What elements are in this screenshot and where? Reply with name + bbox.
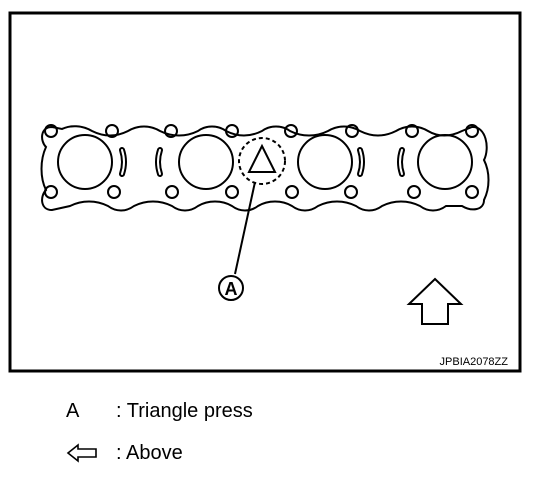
image-code: JPBIA2078ZZ	[440, 356, 509, 368]
bolt-hole	[165, 185, 179, 199]
triangle-press-mark	[247, 143, 277, 173]
bolt-hole	[405, 124, 419, 138]
legend-row-above: : Above	[66, 440, 183, 466]
bolt-hole	[407, 185, 421, 199]
bolt-hole	[44, 124, 58, 138]
bolt-hole	[285, 185, 299, 199]
triangle-press-highlight	[238, 137, 286, 185]
slot	[121, 149, 125, 175]
bolt-hole	[465, 185, 479, 199]
bolt-hole	[107, 185, 121, 199]
bolt-hole	[225, 124, 239, 138]
bolt-hole	[164, 124, 178, 138]
port-hole-4	[417, 134, 473, 190]
figure-frame	[8, 11, 522, 373]
callout-leader-line	[234, 181, 256, 275]
slot	[157, 149, 161, 175]
callout-letter: A	[225, 279, 238, 299]
callout-circle	[218, 275, 244, 301]
legend-text: : Above	[116, 441, 183, 464]
legend-key-arrow	[66, 443, 116, 463]
bolt-hole	[345, 124, 359, 138]
legend-text: : Triangle press	[116, 399, 253, 422]
bolt-hole	[225, 185, 239, 199]
bolt-hole	[344, 185, 358, 199]
legend-row-a: A : Triangle press	[66, 398, 253, 424]
slot	[359, 149, 363, 175]
bolt-hole	[284, 124, 298, 138]
slot	[399, 149, 403, 175]
gasket-outline	[40, 125, 490, 212]
bolt-hole	[465, 124, 479, 138]
arrow-left-icon	[66, 443, 97, 463]
legend-key-letter: A	[66, 399, 80, 422]
port-hole-1	[57, 134, 113, 190]
port-hole-3	[297, 134, 353, 190]
bolt-hole	[105, 124, 119, 138]
arrow-up-icon	[406, 277, 464, 325]
port-hole-2	[178, 134, 234, 190]
bolt-hole	[44, 185, 58, 199]
